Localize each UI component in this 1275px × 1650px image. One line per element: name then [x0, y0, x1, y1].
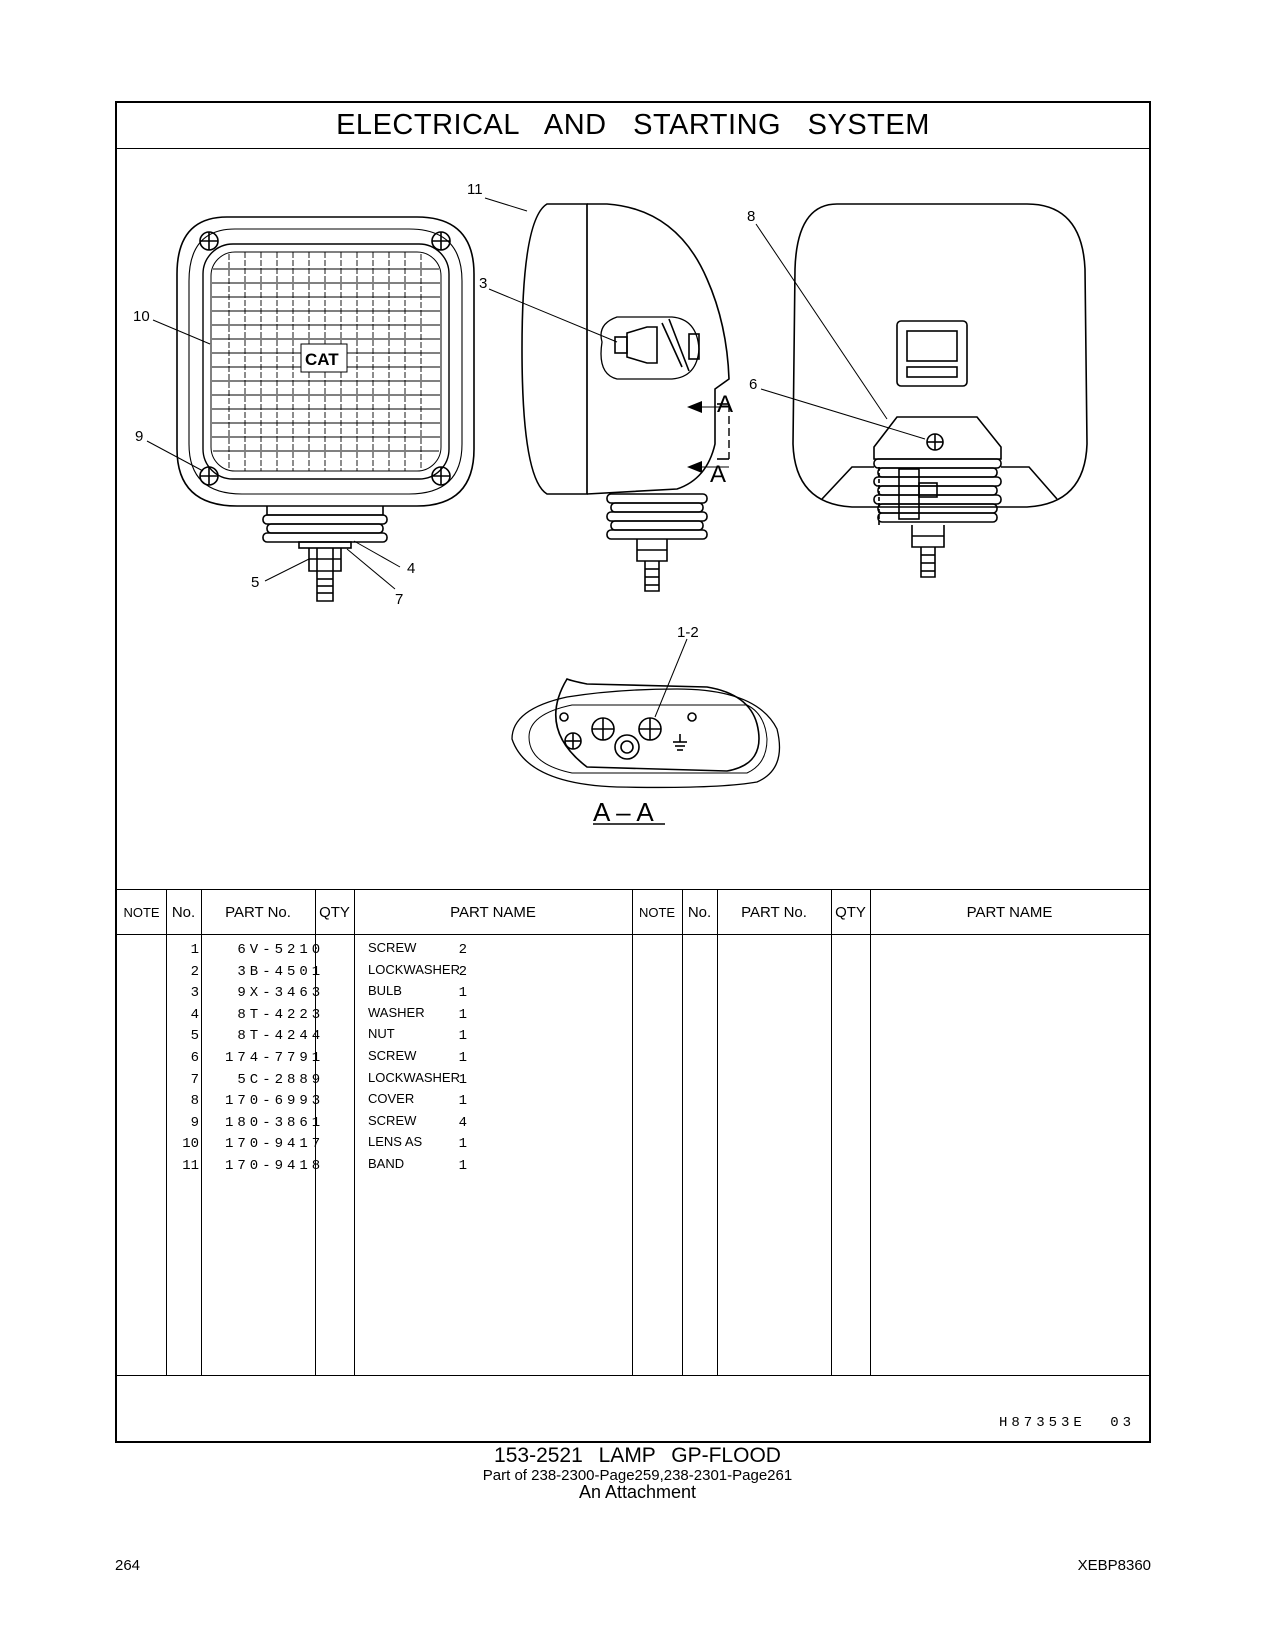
section-title: ELECTRICAL AND STARTING SYSTEM	[117, 103, 1149, 149]
header-no-right: No.	[687, 903, 712, 921]
section-marker-top: A	[717, 391, 733, 418]
header-qty-right: QTY	[835, 903, 866, 921]
document-code: XEBP8360	[1077, 1557, 1151, 1574]
header-part-name-right: PART NAME	[966, 903, 1053, 921]
callout-6: 6	[749, 376, 757, 393]
parts-list-table: NOTE No. PART No. QTY PART NAME NOTE No.…	[117, 889, 1149, 1376]
header-no: No.	[171, 903, 196, 921]
exploded-view-illustration: 11 8 3 10 6 9 4 5 7 1-2 A A A – A CAT	[117, 149, 1149, 889]
callout-4: 4	[407, 560, 415, 577]
group-reference: Part of 238-2300-Page259,238-2301-Page26…	[482, 1467, 793, 1484]
header-part-name: PART NAME	[450, 903, 536, 921]
illustration-code-area: H87353E 03	[117, 1375, 1149, 1443]
header-part-no: PART No.	[225, 903, 291, 921]
page-number: 264	[115, 1557, 141, 1574]
section-a-a-view	[511, 678, 781, 789]
callout-11: 11	[467, 181, 483, 198]
callout-5: 5	[251, 574, 259, 591]
header-part-no-right: PART No.	[741, 903, 807, 921]
parts-page-frame: ELECTRICAL AND STARTING SYSTEM	[115, 101, 1151, 1443]
callout-10: 10	[133, 308, 150, 325]
header-note-right: NOTE	[638, 904, 676, 920]
callout-8: 8	[747, 208, 755, 225]
header-qty: QTY	[319, 903, 350, 921]
front-view-lamp	[176, 216, 475, 602]
group-title: 153-2521 LAMP GP-FLOOD	[494, 1444, 781, 1467]
section-marker-bottom: A	[710, 461, 726, 488]
callout-9: 9	[135, 428, 143, 445]
callout-3: 3	[479, 275, 487, 292]
section-view-label: A – A	[593, 797, 654, 827]
cat-logo: CAT	[305, 350, 339, 369]
callout-1-2: 1-2	[677, 624, 699, 641]
lamp-drawing: 11 8 3 10 6 9 4 5 7 1-2 A A A – A CAT	[133, 181, 1088, 827]
side-view-lamp	[521, 203, 730, 592]
illustration-code: H87353E 03	[998, 1415, 1135, 1431]
callout-7: 7	[395, 591, 403, 608]
group-type: An Attachment	[578, 1482, 697, 1502]
header-note: NOTE	[123, 904, 160, 920]
rear-view-lamp	[792, 203, 1088, 578]
